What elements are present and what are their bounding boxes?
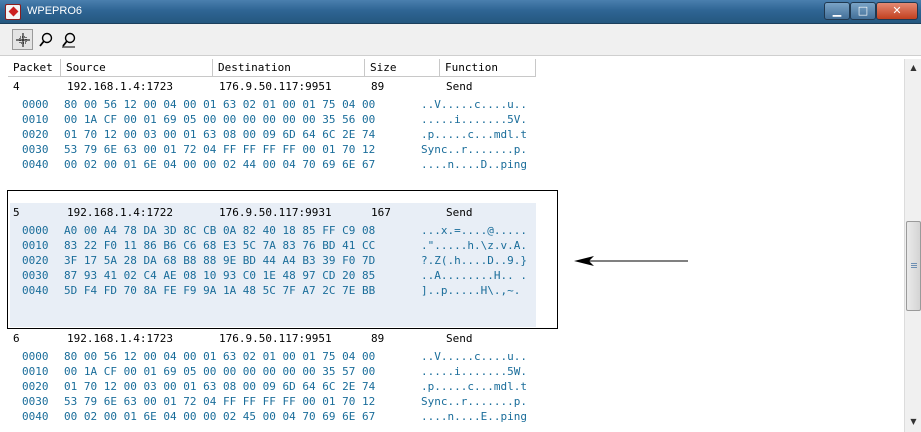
packet-destination: 176.9.50.117:9931 (219, 206, 332, 219)
hex-ascii: ..V.....c....u.. (421, 350, 527, 363)
hex-ascii: ....n....E..ping (421, 410, 527, 423)
hex-bytes: 00 02 00 01 6E 04 00 00 02 44 00 04 70 6… (64, 158, 376, 171)
hex-bytes: 53 79 6E 63 00 01 72 04 FF FF FF FF 00 0… (64, 395, 376, 408)
packet-size: 167 (371, 206, 391, 219)
close-button[interactable]: ✕ (876, 2, 918, 20)
hex-offset: 0030 (22, 269, 49, 282)
app-icon (5, 4, 21, 20)
packet-source: 192.168.1.4:1722 (67, 206, 173, 219)
selected-packet-frame (7, 190, 558, 329)
packet-function: Send (446, 332, 473, 345)
hex-offset: 0040 (22, 284, 49, 297)
vertical-scrollbar[interactable]: ▲ ▼ (904, 59, 921, 432)
search-button[interactable] (35, 29, 56, 50)
hex-offset: 0000 (22, 224, 49, 237)
hex-offset: 0020 (22, 380, 49, 393)
scroll-down-arrow-icon[interactable]: ▼ (910, 417, 917, 426)
packet-number: 5 (13, 206, 20, 219)
packet-list[interactable]: 4 192.168.1.4:1723 176.9.50.117:9951 89 … (0, 77, 904, 432)
hex-bytes: 01 70 12 00 03 00 01 63 08 00 09 6D 64 6… (64, 128, 376, 141)
scroll-thumb[interactable] (906, 221, 921, 311)
crosshair-select-button[interactable] (12, 29, 33, 50)
hex-bytes: A0 00 A4 78 DA 3D 8C CB 0A 82 40 18 85 F… (64, 224, 376, 237)
packet-number: 4 (13, 80, 20, 93)
hex-offset: 0010 (22, 365, 49, 378)
hex-offset: 0020 (22, 254, 49, 267)
scroll-up-arrow-icon[interactable]: ▲ (910, 63, 917, 72)
hex-ascii: ...x.=....@..... (421, 224, 527, 237)
packet-number: 6 (13, 332, 20, 345)
crosshair-select-icon (16, 33, 30, 47)
column-packet[interactable]: Packet (8, 59, 61, 77)
packet-function: Send (446, 206, 473, 219)
packet-size: 89 (371, 332, 385, 345)
packet-source: 192.168.1.4:1723 (67, 80, 173, 93)
hex-bytes: 53 79 6E 63 00 01 72 04 FF FF FF FF 00 0… (64, 143, 376, 156)
hex-bytes: 80 00 56 12 00 04 00 01 63 02 01 00 01 7… (64, 98, 376, 111)
packet-destination: 176.9.50.117:9951 (219, 332, 332, 345)
toolbar (0, 24, 921, 56)
packet-source: 192.168.1.4:1723 (67, 332, 173, 345)
hex-ascii: Sync..r.......p. (421, 395, 527, 408)
hex-ascii: .p.....c...mdl.t (421, 128, 527, 141)
hex-offset: 0020 (22, 128, 49, 141)
column-destination[interactable]: Destination (213, 59, 365, 77)
hex-ascii: Sync..r.......p. (421, 143, 527, 156)
hex-bytes: 87 93 41 02 C4 AE 08 10 93 C0 1E 48 97 C… (64, 269, 376, 282)
packet-size: 89 (371, 80, 385, 93)
hex-ascii: ?.Z(.h....D..9.} (421, 254, 527, 267)
hex-ascii: ]..p.....H\.,~. (421, 284, 521, 297)
hex-ascii: ..A........H.. . (421, 269, 527, 282)
hex-offset: 0000 (22, 350, 49, 363)
hex-offset: 0030 (22, 395, 49, 408)
hex-offset: 0000 (22, 98, 49, 111)
magnifier-alt-icon (62, 32, 76, 48)
hex-bytes: 3F 17 5A 28 DA 68 B8 88 9E BD 44 A4 B3 3… (64, 254, 376, 267)
packet-function: Send (446, 80, 473, 93)
column-function[interactable]: Function (440, 59, 536, 77)
selected-packet-highlight (10, 203, 536, 327)
pointer-arrow-icon (574, 256, 688, 266)
hex-offset: 0040 (22, 158, 49, 171)
title-bar[interactable]: WPEPRO6 ▁ □ ✕ (0, 0, 921, 24)
column-size[interactable]: Size (365, 59, 440, 77)
column-source[interactable]: Source (61, 59, 213, 77)
hex-ascii: .....i.......5W. (421, 365, 527, 378)
hex-bytes: 01 70 12 00 03 00 01 63 08 00 09 6D 64 6… (64, 380, 376, 393)
hex-offset: 0010 (22, 239, 49, 252)
hex-bytes: 00 1A CF 00 01 69 05 00 00 00 00 00 00 3… (64, 113, 376, 126)
hex-ascii: .".....h.\z.v.A. (421, 239, 527, 252)
hex-offset: 0040 (22, 410, 49, 423)
magnifier-icon (39, 32, 53, 47)
hex-bytes: 5D F4 FD 70 8A FE F9 9A 1A 48 5C 7F A7 2… (64, 284, 376, 297)
hex-offset: 0030 (22, 143, 49, 156)
window-title: WPEPRO6 (27, 5, 83, 17)
hex-ascii: .....i.......5V. (421, 113, 527, 126)
hex-bytes: 00 1A CF 00 01 69 05 00 00 00 00 00 00 3… (64, 365, 376, 378)
hex-offset: 0010 (22, 113, 49, 126)
hex-bytes: 00 02 00 01 6E 04 00 00 02 45 00 04 70 6… (64, 410, 376, 423)
packet-list-header: Packet Source Destination Size Function (8, 59, 536, 77)
hex-ascii: ..V.....c....u.. (421, 98, 527, 111)
hex-bytes: 80 00 56 12 00 04 00 01 63 02 01 00 01 7… (64, 350, 376, 363)
search-next-button[interactable] (58, 29, 79, 50)
hex-ascii: ....n....D..ping (421, 158, 527, 171)
maximize-button[interactable]: □ (850, 2, 876, 20)
packet-destination: 176.9.50.117:9951 (219, 80, 332, 93)
minimize-button[interactable]: ▁ (824, 2, 850, 20)
hex-ascii: .p.....c...mdl.t (421, 380, 527, 393)
hex-bytes: 83 22 F0 11 86 B6 C6 68 E3 5C 7A 83 76 B… (64, 239, 376, 252)
